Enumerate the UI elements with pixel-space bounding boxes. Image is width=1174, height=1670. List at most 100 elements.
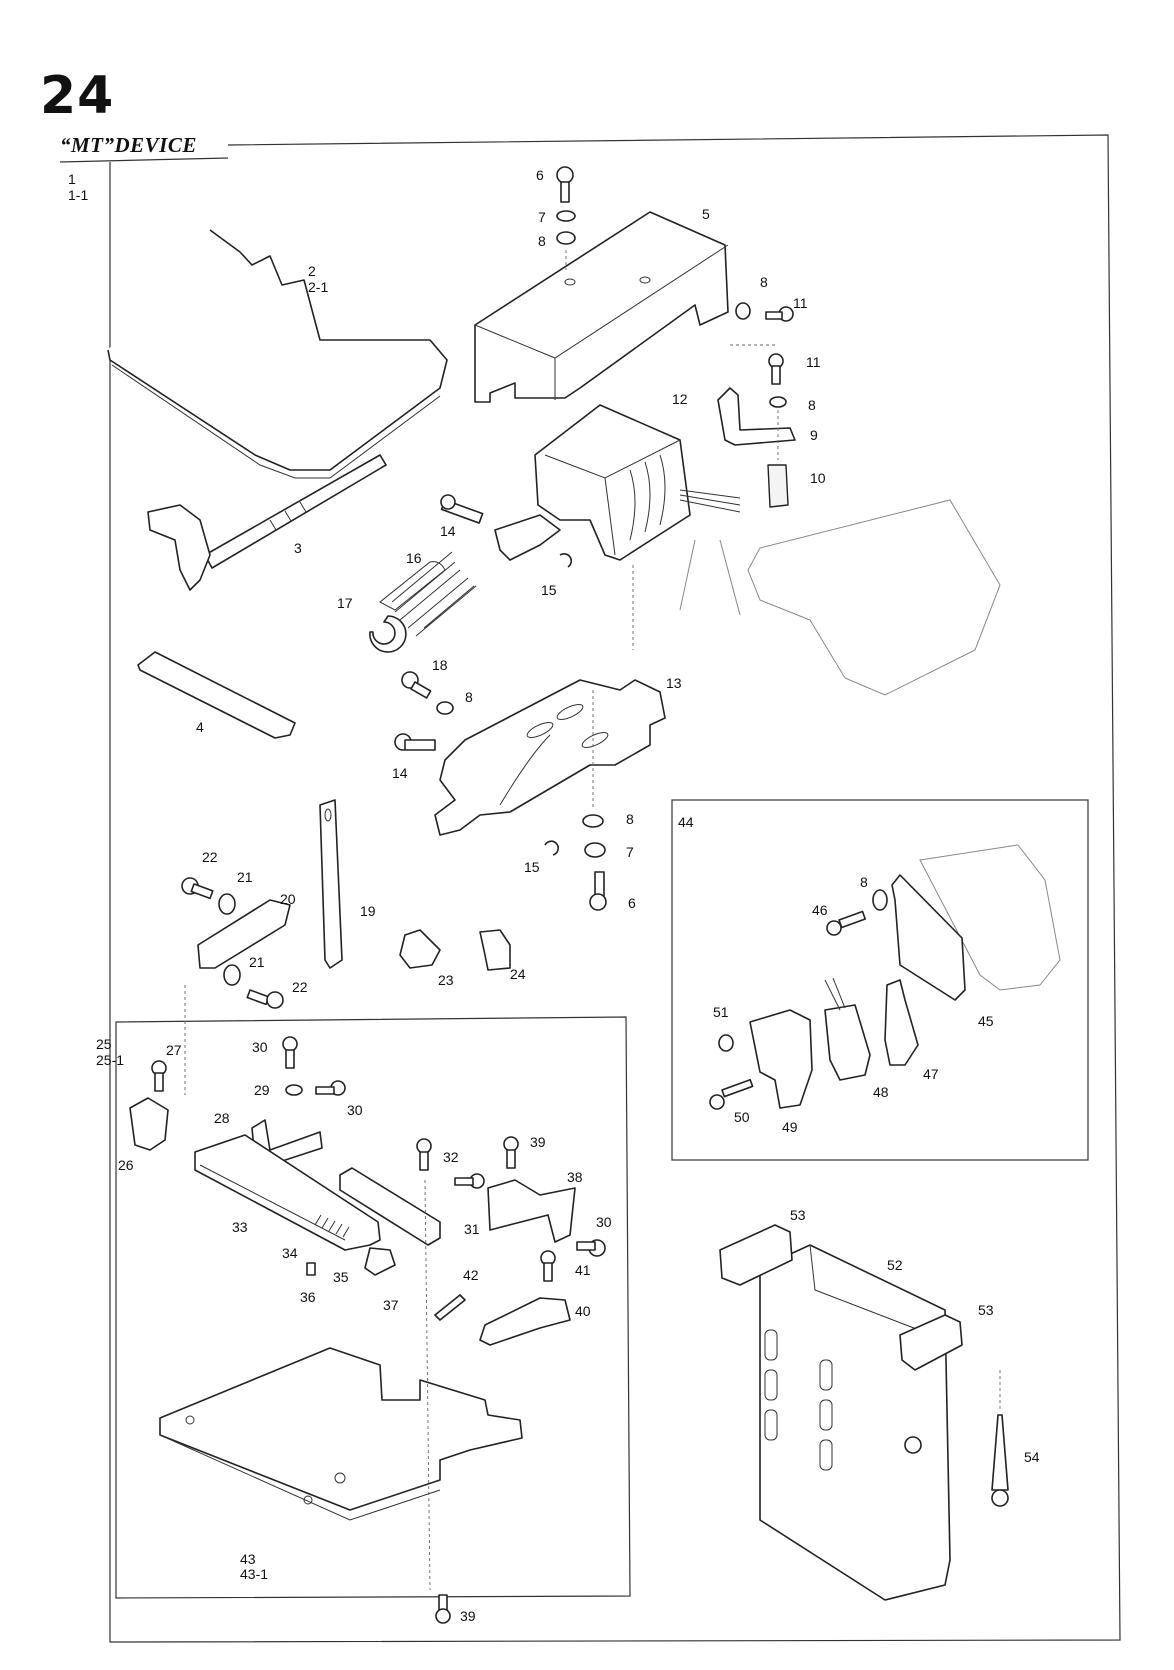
callout-10: 10 <box>810 470 826 486</box>
callout-34: 34 <box>282 1245 298 1261</box>
part-6-screw-low <box>589 871 607 911</box>
part-31-plate <box>339 1167 441 1246</box>
part-32-screw-a <box>416 1138 432 1171</box>
callout-20: 20 <box>280 891 296 907</box>
part-49-housing <box>749 1009 813 1109</box>
part-21-washer-a <box>218 893 236 915</box>
callout-12: 12 <box>672 391 688 407</box>
callout-29: 29 <box>254 1082 270 1098</box>
part-3-grooves <box>269 501 307 531</box>
part-53-bracket-a <box>719 1224 793 1286</box>
callout-26: 26 <box>118 1157 134 1173</box>
part-39-screw-bottom <box>435 1594 451 1624</box>
callout-53: 53 <box>978 1302 994 1318</box>
part-23-block <box>399 929 441 969</box>
part-41-screw <box>540 1250 556 1282</box>
part-6-screw-top <box>556 166 574 203</box>
callout-39: 39 <box>460 1608 476 1624</box>
callout-11: 11 <box>793 295 808 311</box>
page-title: “MT”DEVICE <box>60 133 197 157</box>
part-12-plunger <box>494 514 561 561</box>
part-12-solenoid <box>534 404 691 561</box>
callout-8: 8 <box>760 274 768 290</box>
part-39-screw-top <box>503 1136 519 1169</box>
part-13-base-plate <box>434 679 666 836</box>
part-22-screw-b <box>246 989 284 1009</box>
part-52-slots <box>764 1329 833 1471</box>
subassembly-25-frame <box>115 1016 631 1599</box>
part-8-washer-44 <box>872 889 888 911</box>
part-8-washer-right <box>735 302 751 320</box>
part-27-screw <box>151 1060 167 1092</box>
part-42-wedge <box>434 1294 466 1321</box>
group-label-1-1: 1-1 <box>68 187 89 203</box>
part-14-pin-low <box>394 733 436 751</box>
part-7-washer-low <box>584 842 606 858</box>
part-2-edge <box>111 364 441 479</box>
part-24-block <box>479 929 511 971</box>
callout-14: 14 <box>440 523 456 539</box>
callout-37: 37 <box>383 1297 399 1313</box>
part-40-arm <box>479 1297 571 1346</box>
callout-2: 2 <box>308 263 316 279</box>
callout-43: 43 <box>240 1551 256 1567</box>
callout-4: 4 <box>196 719 204 735</box>
part-30-screw-c <box>576 1239 606 1257</box>
callout-9: 9 <box>810 427 818 443</box>
part-20-link <box>197 899 291 969</box>
group-label-1: 1 <box>68 171 76 187</box>
part-14-pin-top <box>440 494 484 524</box>
part-19-lever <box>319 799 343 969</box>
part-30-screw-a <box>282 1036 298 1069</box>
part-2-plate <box>107 229 448 471</box>
callout-50: 50 <box>734 1109 750 1125</box>
part-18-screw <box>401 671 432 699</box>
callout-8: 8 <box>860 874 868 890</box>
part-53-bracket-b <box>899 1314 963 1371</box>
part-17-ring <box>369 615 407 653</box>
part-45-plate <box>891 874 966 1001</box>
callout-52: 52 <box>887 1257 903 1273</box>
callout-15: 15 <box>524 859 540 875</box>
callout-40: 40 <box>575 1303 591 1319</box>
part-3-crank <box>147 504 211 591</box>
part-30-screw-b <box>315 1080 346 1096</box>
callout-33: 33 <box>232 1219 248 1235</box>
part-52-knob <box>904 1436 922 1454</box>
callout-41: 41 <box>575 1262 591 1278</box>
callout-28: 28 <box>214 1110 230 1126</box>
callout-21: 21 <box>237 869 253 885</box>
group-label-25-1: 25-1 <box>96 1052 125 1068</box>
callout-30: 30 <box>252 1039 268 1055</box>
part-11-screw-a <box>765 306 794 322</box>
part-21-washer-b <box>223 964 241 986</box>
part-48-switch <box>824 1004 871 1081</box>
callout-19: 19 <box>360 903 376 919</box>
part-3-shaft <box>204 454 387 569</box>
part-36-setscrew <box>306 1262 316 1276</box>
callout-11: 11 <box>806 354 821 370</box>
part-8-washer-top <box>556 231 576 245</box>
part-38-bracket <box>487 1179 576 1243</box>
part-45-mount-ghost <box>919 844 1061 991</box>
callout-8: 8 <box>808 397 816 413</box>
part-37-hook <box>364 1247 396 1276</box>
title-rule <box>59 157 229 163</box>
callout-14: 14 <box>392 765 408 781</box>
part-12-coil-lines <box>629 454 666 541</box>
callout-36: 36 <box>300 1289 316 1305</box>
part-4-bar <box>137 651 296 739</box>
callout-8: 8 <box>465 689 473 705</box>
callout-51: 51 <box>713 1004 729 1020</box>
callout-45: 45 <box>978 1013 994 1029</box>
callout-48: 48 <box>873 1084 889 1100</box>
callout-5: 5 <box>702 206 710 222</box>
callout-8: 8 <box>538 233 546 249</box>
part-11-screw-b <box>768 353 784 385</box>
part-26-bracket <box>129 1097 169 1151</box>
callout-6: 6 <box>628 895 636 911</box>
callout-39: 39 <box>530 1134 546 1150</box>
callout-7: 7 <box>538 209 546 225</box>
callout-47: 47 <box>923 1066 939 1082</box>
callout-2-1: 2-1 <box>308 279 329 295</box>
